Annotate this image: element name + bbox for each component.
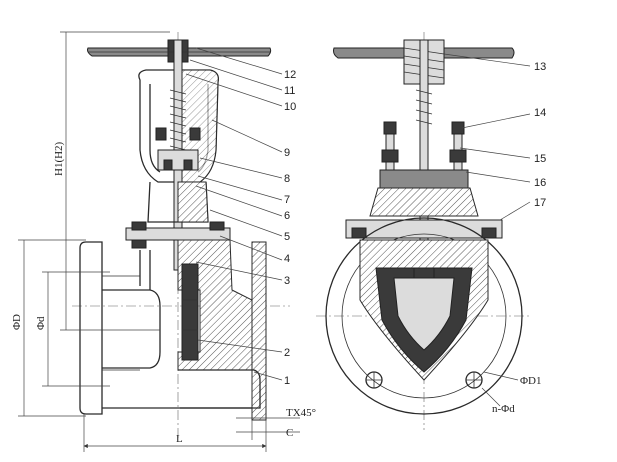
bore-diameter-label: Φd — [35, 316, 47, 330]
side-bonnet — [345, 187, 503, 239]
part-label-11: 11 — [284, 85, 295, 97]
flange-outline — [325, 217, 523, 415]
bolt-circle-label: ΦD1 — [520, 375, 541, 387]
part-label-7: 7 — [284, 194, 290, 206]
side-body — [325, 217, 523, 415]
length-dimension-label: L — [176, 433, 183, 445]
chamfer-c-label: C — [286, 427, 293, 439]
part-label-15: 15 — [534, 153, 546, 165]
gland-packing — [155, 127, 201, 171]
part-label-8: 8 — [284, 173, 290, 185]
part-label-10: 10 — [284, 101, 296, 113]
part-label-4: 4 — [284, 253, 290, 265]
height-dimension-label: H1(H2) — [53, 141, 65, 176]
part-label-16: 16 — [534, 177, 546, 189]
front-dimensions — [18, 31, 300, 452]
part-label-13: 13 — [534, 61, 546, 73]
part-label-17: 17 — [534, 197, 546, 209]
bonnet-neck — [125, 181, 231, 249]
bolt-holes-label: n-Φd — [492, 403, 515, 415]
part-label-9: 9 — [284, 147, 290, 159]
valve-body — [79, 239, 267, 421]
part-label-1: 1 — [284, 375, 290, 387]
side-section-view: ΦD1 n-Φd 13 14 15 16 17 — [316, 32, 546, 430]
part-label-6: 6 — [284, 210, 290, 222]
side-dimension-leaders — [481, 371, 519, 407]
flange-diameter-label: ΦD — [11, 314, 23, 330]
part-label-5: 5 — [284, 231, 290, 243]
front-leader-lines — [185, 47, 283, 381]
side-gland-bolts — [379, 121, 469, 191]
part-label-14: 14 — [534, 107, 546, 119]
side-leader-lines — [443, 53, 531, 221]
front-section-view: H1(H2) ΦD Φd L TX45° C 1 2 3 4 5 6 7 8 9… — [11, 31, 316, 452]
part-label-3: 3 — [284, 275, 290, 287]
chamfer-label: TX45° — [286, 407, 316, 419]
part-label-12: 12 — [284, 69, 296, 81]
part-label-2: 2 — [284, 347, 290, 359]
